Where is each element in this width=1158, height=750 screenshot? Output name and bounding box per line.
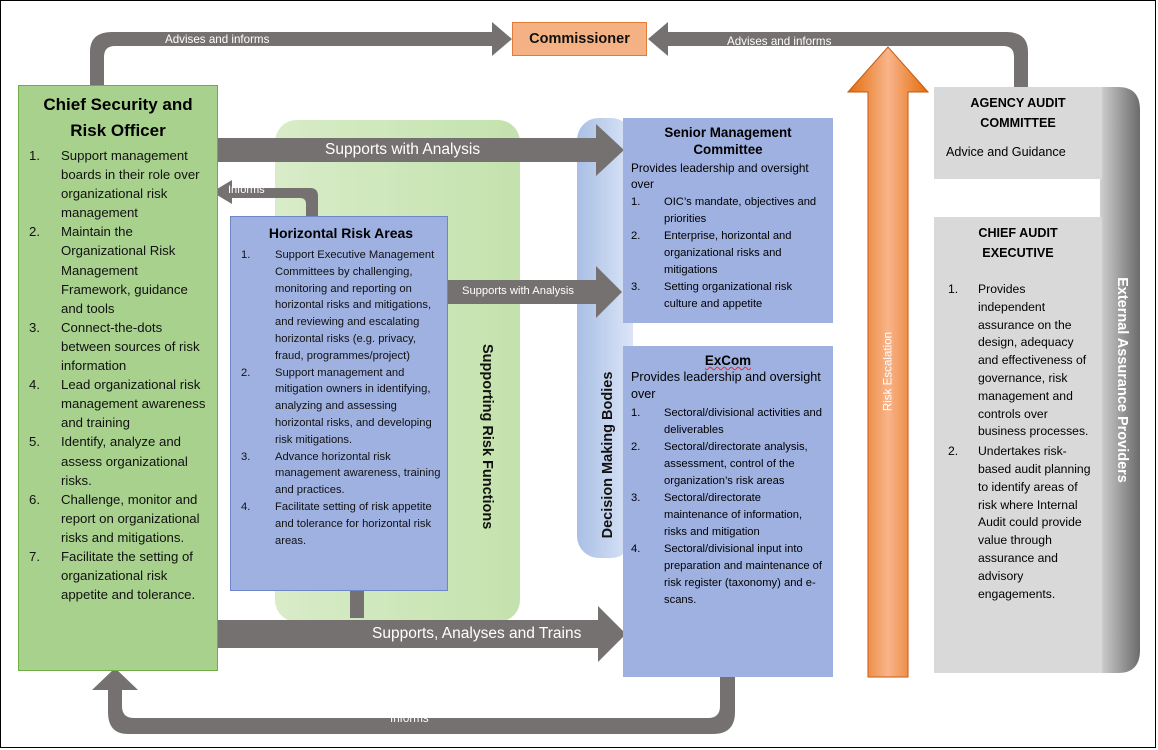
label-informs-up: Informs <box>228 184 265 196</box>
label-external-assurance: External Assurance Providers <box>1114 277 1130 483</box>
label-supports-analysis-mid: Supports with Analysis <box>462 285 574 297</box>
label-decision-making-bodies: Decision Making Bodies <box>600 371 616 539</box>
senior-management-committee-box: Senior Management Committee Provides lea… <box>623 118 833 323</box>
list-item: 3.Sectoral/directorate maintenance of in… <box>631 492 803 538</box>
smc-intro: Provides leadership and oversight over <box>631 161 809 191</box>
list-item: 1.OIC’s mandate, objectives and prioriti… <box>631 196 817 225</box>
label-informs-bottom: Informs <box>390 712 429 725</box>
list-item: 4.Lead organizational risk management aw… <box>29 377 206 431</box>
arrow-advises-left <box>90 22 512 85</box>
label-risk-escalation: Risk Escalation <box>881 331 895 412</box>
external-panel <box>1100 87 1140 673</box>
label-supports-trains: Supports, Analyses and Trains <box>372 625 582 642</box>
arrow-hra-down <box>350 591 364 618</box>
list-item: 1.Provides independent assurance on the … <box>948 282 1089 439</box>
smc-list: 1.OIC’s mandate, objectives and prioriti… <box>631 194 825 313</box>
label-supporting-risk-functions: Supporting Risk Functions <box>479 344 495 530</box>
decision-panel <box>577 118 633 558</box>
chief-audit-executive-box: CHIEF AUDIT EXECUTIVE 1.Provides indepen… <box>934 217 1102 673</box>
excom-intro: Provides leadership and oversight over <box>631 370 821 401</box>
arrow-supports-trains <box>218 606 626 662</box>
commissioner-box: Commissioner <box>512 22 647 56</box>
list-item: 2.Support management and mitigation owne… <box>241 366 432 446</box>
list-item: 3.Advance horizontal risk management awa… <box>241 450 441 497</box>
list-item: 1.Support Executive Management Committee… <box>241 249 435 362</box>
arrow-informs-up <box>212 180 318 216</box>
list-item: 3.Setting organizational risk culture an… <box>631 281 793 310</box>
smc-title: Senior Management Committee <box>664 125 792 157</box>
list-item: 1.Sectoral/divisional activities and del… <box>631 407 822 436</box>
list-item: 5.Identify, analyze and assess organizat… <box>29 434 188 488</box>
list-item: 7.Facilitate the setting of organization… <box>29 548 196 603</box>
list-item: 2.Undertakes risk-based audit planning t… <box>948 444 1091 601</box>
hra-list: 1.Support Executive Management Committee… <box>241 247 441 549</box>
csro-box: Chief Security and Risk Officer 1.Suppor… <box>18 85 218 671</box>
list-item: 2.Enterprise, horizontal and organizatio… <box>631 230 792 276</box>
label-advises-right: Advises and informs <box>727 35 832 48</box>
arrow-supports-analysis-mid <box>448 266 622 318</box>
arrow-supports-analysis-top <box>218 124 624 176</box>
list-item: 2.Sectoral/directorate analysis, assessm… <box>631 441 808 487</box>
excom-list: 1.Sectoral/divisional activities and del… <box>631 405 825 609</box>
agency-audit-committee-box: AGENCY AUDIT COMMITTEE Advice and Guidan… <box>934 87 1102 179</box>
list-item: 4.Sectoral/divisional input into prepara… <box>631 543 822 606</box>
arrow-advises-right <box>648 22 1028 87</box>
excom-box: ExCom Provides leadership and oversight … <box>623 346 833 677</box>
list-item: 3.Connect-the-dots between sources of ri… <box>29 319 200 374</box>
aac-subtitle: Advice and Guidance <box>946 145 1066 159</box>
cae-list: 1.Provides independent assurance on the … <box>942 281 1094 603</box>
arrow-informs-bottom <box>92 668 735 734</box>
list-item: 2.Maintain the Organizational Risk Manag… <box>29 224 188 316</box>
list-item: 4.Facilitate setting of risk appetite an… <box>241 500 432 547</box>
hra-title: Horizontal Risk Areas <box>268 225 414 241</box>
csro-title: Chief Security and Risk Officer <box>43 95 193 140</box>
label-supports-analysis-top: Supports with Analysis <box>325 141 481 158</box>
csro-list: 1.Support management boards in their rol… <box>27 146 209 604</box>
list-item: 6.Challenge, monitor and report on organ… <box>29 491 200 545</box>
excom-title: ExCom <box>704 353 752 368</box>
label-advises-left: Advises and informs <box>165 33 270 46</box>
list-item: 1.Support management boards in their rol… <box>29 148 200 221</box>
aac-title: AGENCY AUDIT COMMITTEE <box>970 96 1066 130</box>
cae-title: CHIEF AUDIT EXECUTIVE <box>978 226 1058 260</box>
arrow-risk-escalation <box>846 46 930 678</box>
horizontal-risk-areas-box: Horizontal Risk Areas 1.Support Executiv… <box>230 216 448 591</box>
